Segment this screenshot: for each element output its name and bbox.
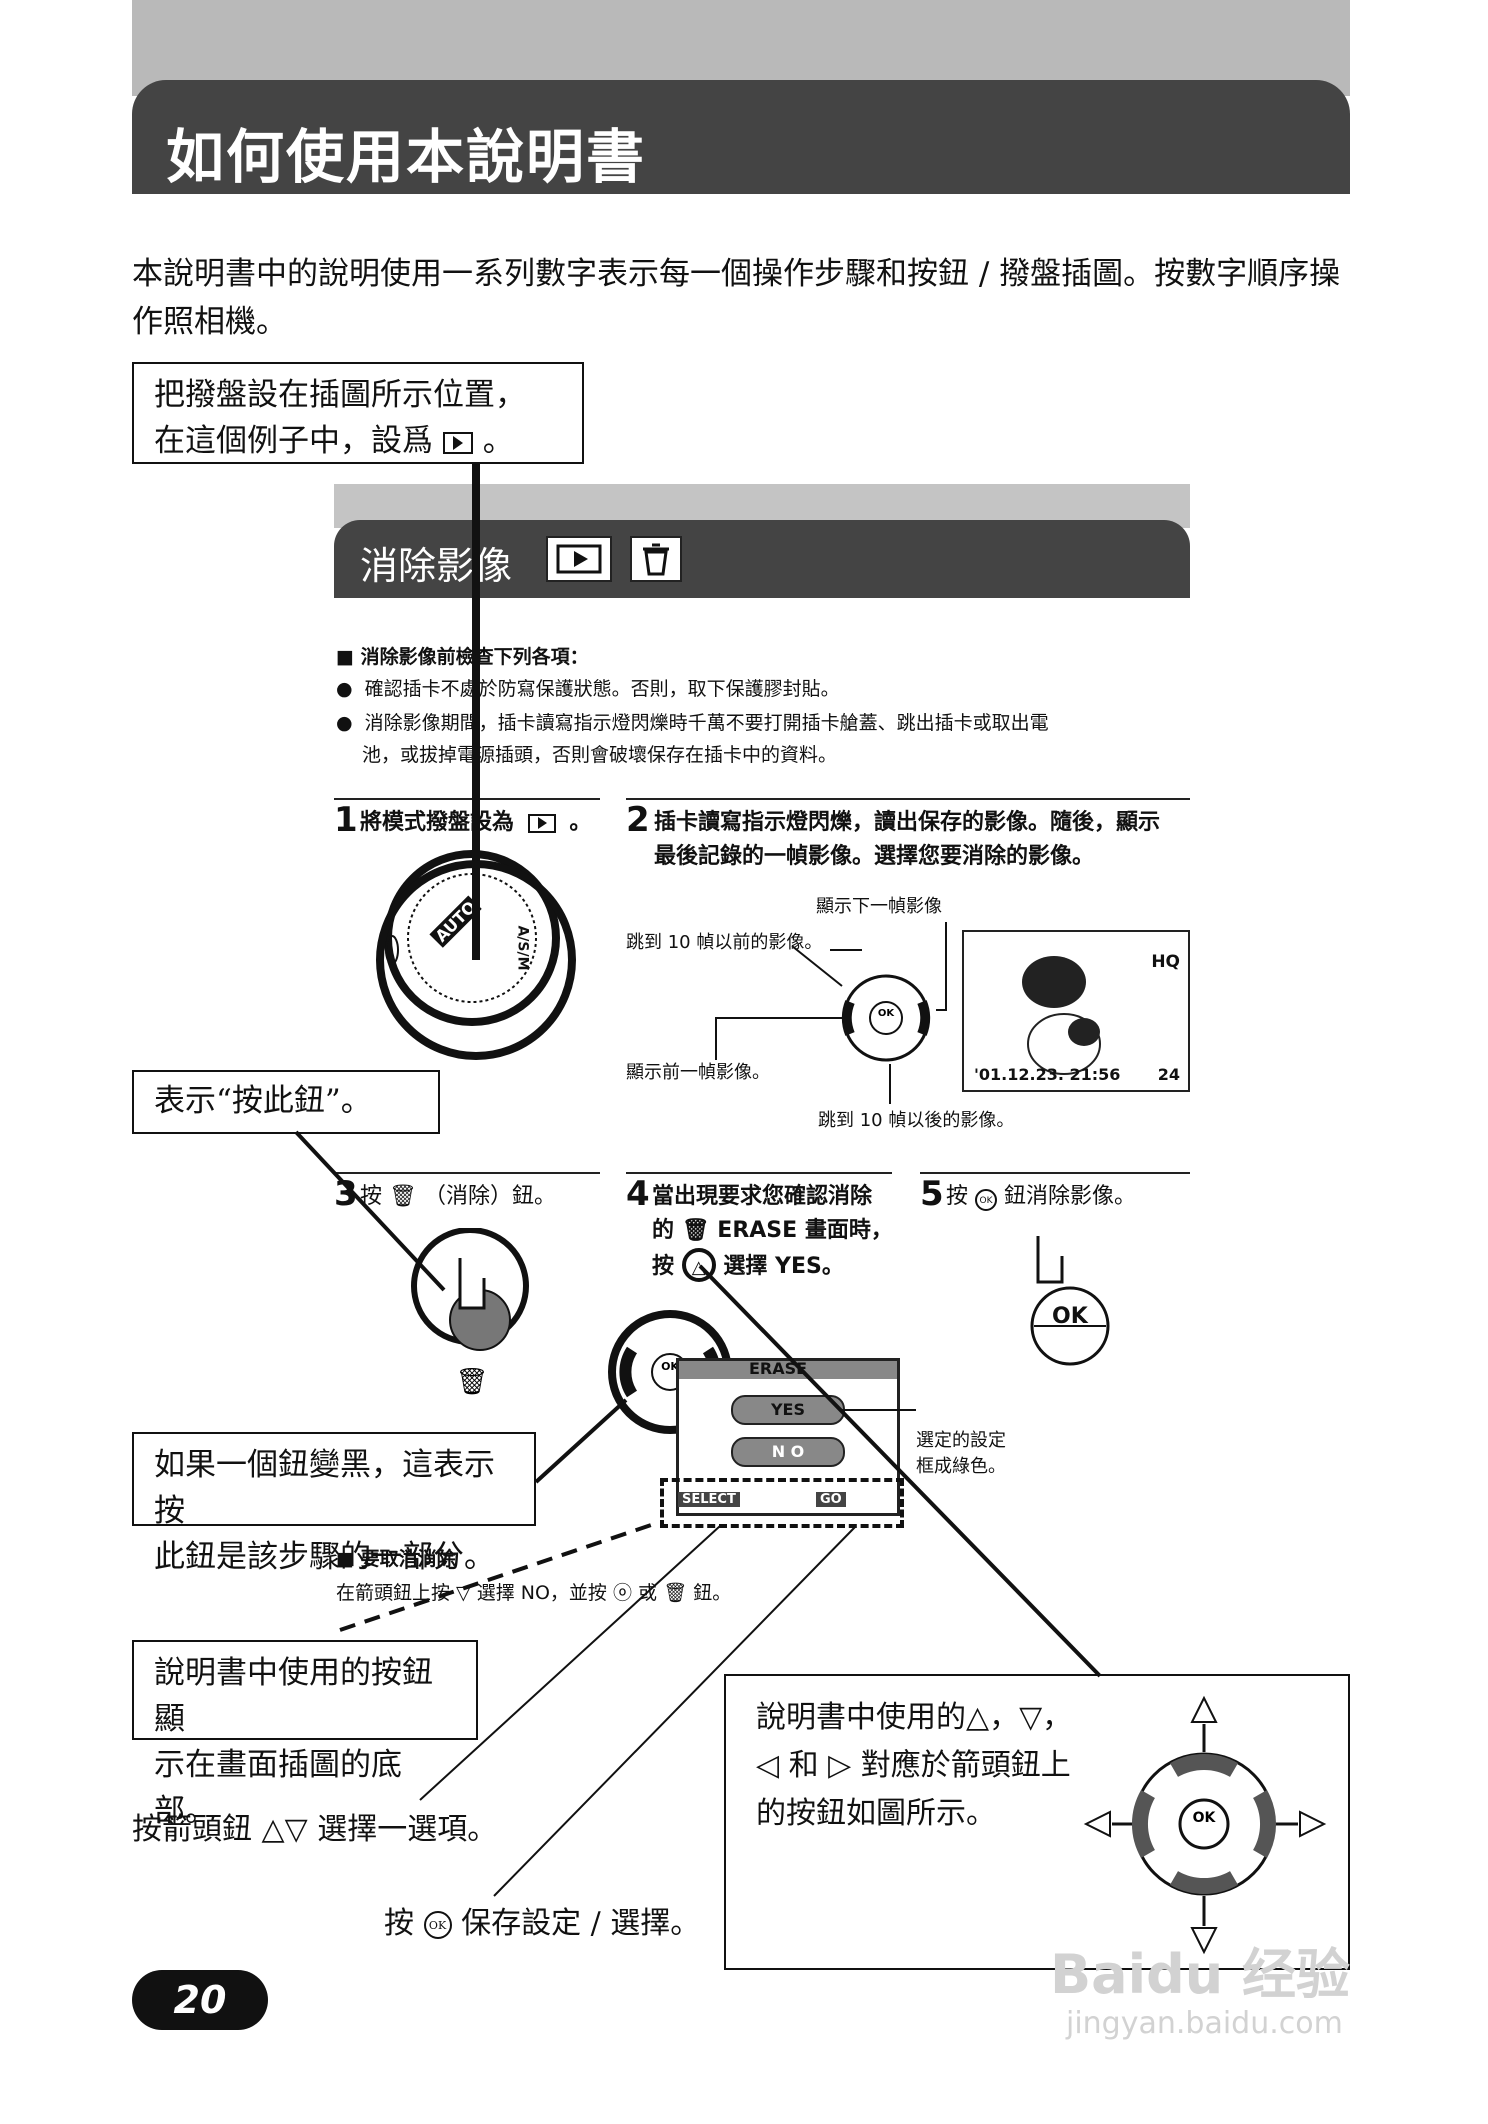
divider [334,1172,600,1174]
step4-line3: 按 △ 選擇 YES。 [652,1248,844,1284]
selected-note-1: 選定的設定 [916,1430,1006,1451]
page-title: 如何使用本說明書 [166,123,647,191]
step-number: 5 [920,1174,944,1214]
step-number: 1 [334,800,358,840]
intro-text: 本說明書中的說明使用一系列數字表示每一個操作步驟和按鈕 / 撥盤插圖。按數字順序… [132,256,1341,340]
dog-photo [1022,956,1101,1075]
callout-bottom-buttons: 說明書中使用的按鈕顯 示在畫面插圖的底部。 [132,1640,478,1829]
step4-line2: 的 🗑 ERASE 畫面時， [652,1218,893,1243]
title-bar [132,80,1350,194]
bullet-1: ● 確認插卡不處於防寫保護狀態。否則，取下保護膠封貼。 [336,678,840,700]
lcd-datetime: '01.12.23. 21:56 [974,1065,1121,1084]
go-label: GO [816,1492,846,1507]
no-option[interactable]: N O [731,1437,845,1467]
trash-icon: 🗑 [389,1184,417,1209]
watermark-main: Baidu 经验 [1050,1943,1351,2006]
step-number: 4 [626,1174,650,1214]
callout-dial: 把撥盤設在插圖所示位置， 在這個例子中，設爲 。 [132,362,584,464]
divider [626,1172,892,1174]
arrow-pad: OK [841,974,931,1062]
step1-text: 將模式撥盤設為 。 [360,810,592,835]
divider [626,798,1190,800]
callout-black-button: 如果一個鈕變黑，這表示按 此鈕是該步驟的一部分。 [132,1432,536,1575]
arrows-line2: ◁ 和 ▷ 對應於箭頭鈕上 [756,1748,1071,1783]
erase-screen: ERASE YES N O [676,1358,900,1516]
svg-text:🗑: 🗑 [455,1367,488,1397]
cancel-text: 在箭頭鈕上按 ▽ 選擇 NO，並按 ⓞ 或 🗑 鈕。 [336,1582,732,1604]
svg-text:OK: OK [661,1360,679,1373]
label-prev-frame: 顯示前一幀影像。 [626,1062,770,1083]
page-number: 20 [132,1970,268,2030]
ok-press-icon [1030,1236,1110,1366]
svg-text:OK: OK [878,1008,896,1019]
step-number: 2 [626,800,650,840]
watermark-sub: jingyan.baidu.com [1066,2006,1343,2041]
playback-mode-icon [546,536,612,582]
label-fwd-10: 跳到 10 幀以後的影像。 [818,1110,1015,1131]
arrows-line3: 的按鈕如圖所示。 [756,1796,996,1831]
playback-icon [442,431,473,454]
callout-arrows-box [724,1674,1350,1970]
arrows-line1: 說明書中使用的△，▽， [756,1700,1073,1735]
callout-dial-line2: 在這個例子中，設爲 。 [154,423,514,459]
section-title: 消除影像 [360,544,513,588]
trash-icon [630,536,682,582]
save-text: 按 OK 保存設定 / 選擇。 [384,1906,701,1941]
bullet-2: ● 消除影像期間，插卡讀寫指示燈閃爍時千萬不要打開插卡艙蓋、跳出插卡或取出電 [336,712,1049,734]
divider [920,1172,1190,1174]
step2-line1: 插卡讀寫指示燈閃爍，讀出保存的影像。隨後，顯示 [654,810,1161,835]
erase-title: ERASE [749,1359,808,1378]
step3-text: 按 🗑 （消除）鈕。 [360,1184,556,1209]
select-option-text: 按箭頭鈕 △▽ 選擇一選項。 [132,1812,498,1847]
callout-press: 表示“按此鈕”。 [132,1070,440,1134]
step4-line1: 當出現要求您確認消除 [652,1184,873,1209]
lcd-preview: HQ '01.12.23. 21:56 24 [962,930,1190,1092]
label-next-frame: 顯示下一幀影像 [816,896,942,917]
divider [334,798,600,800]
step-number: 3 [334,1174,358,1214]
ok-icon: OK [423,1911,452,1939]
arrow-pad-diagram: OK [1083,1695,1327,1955]
ok-icon: OK [975,1189,998,1211]
lcd-frame-count: 24 [1157,1065,1180,1084]
step2-line2: 最後記錄的一幀影像。選擇您要消除的影像。 [654,844,1095,869]
callout-dial-line1: 把撥盤設在插圖所示位置， [154,377,526,413]
step5-text: 按 OK 鈕消除影像。 [946,1184,1137,1211]
finger-press-icon: 🗑 [411,1228,529,1397]
label-back-10: 跳到 10 幀以前的影像。 [626,932,823,953]
yes-option[interactable]: YES [731,1395,845,1425]
screen-button-bar [660,1478,904,1528]
bullet-2-cont: 池，或拔掉電源插頭，否則會破壞保存在插卡中的資料。 [362,744,838,766]
lcd-quality: HQ [1151,952,1180,972]
ok-label: OK [1052,1304,1088,1329]
select-label: SELECT [678,1492,740,1507]
playback-icon [527,813,556,833]
svg-text:OK: OK [1193,1810,1217,1826]
check-heading: ■ 消除影像前檢查下列各項： [336,646,589,668]
selected-note-2: 框成綠色。 [916,1456,1006,1477]
cancel-heading: ■ 要取消消除 [336,1548,456,1570]
trash-icon: 🗑 [681,1218,710,1243]
